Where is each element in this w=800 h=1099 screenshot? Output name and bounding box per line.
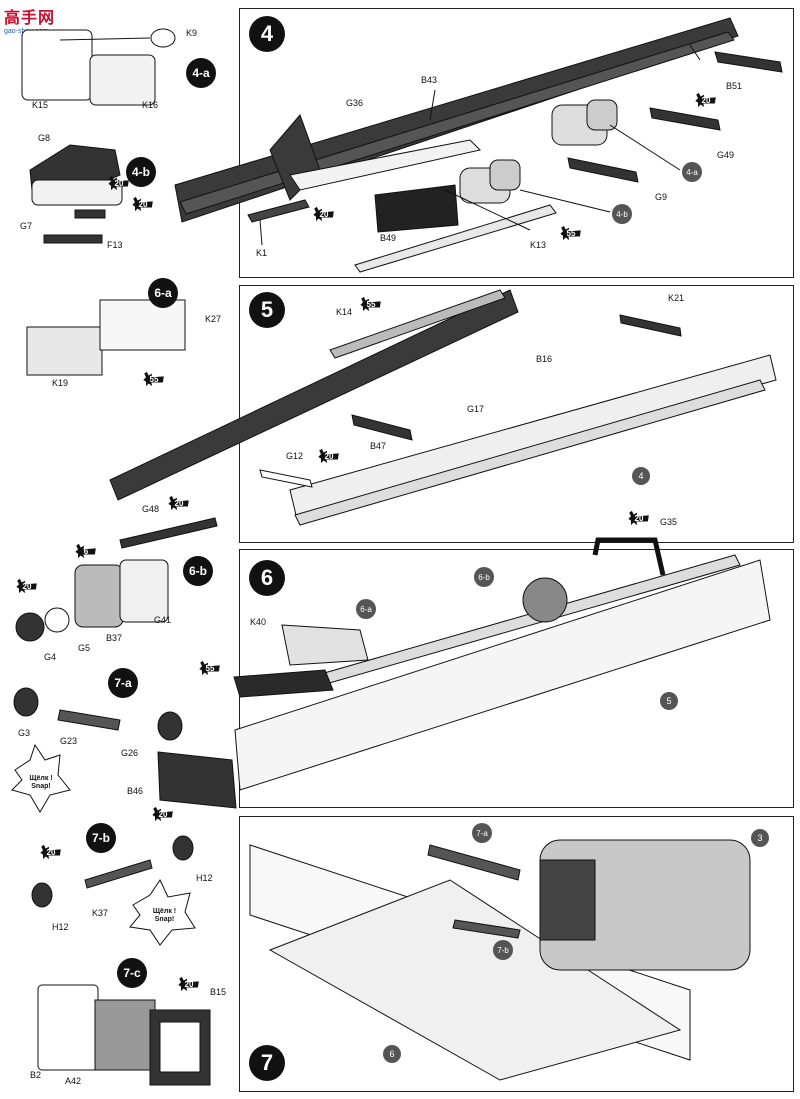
part-label: B49: [380, 233, 397, 243]
part-label: K37: [92, 908, 109, 918]
snap-text-en: Snap!: [154, 916, 175, 923]
part-label: K15: [32, 100, 49, 110]
paint-star: 20: [108, 175, 130, 191]
part-label: G49: [717, 150, 735, 160]
paint-star: 20: [168, 495, 190, 511]
part-label: H12: [52, 922, 69, 932]
step-7b-badge: 7-b: [86, 823, 116, 853]
part-label: K14: [336, 307, 353, 317]
snap-text-en: Snap!: [31, 783, 51, 790]
ref-7a: 7-a: [472, 823, 492, 843]
part-label: K13: [530, 240, 547, 250]
paint-star: 55: [143, 371, 165, 387]
part-label: G23: [60, 736, 78, 746]
part-label: G4: [44, 652, 57, 662]
part-label: K40: [250, 617, 267, 627]
part-label: G36: [346, 98, 364, 108]
logo-text: 高手网: [4, 8, 56, 27]
paint-star: 6: [75, 543, 97, 559]
part-label: H12: [196, 873, 213, 883]
part-label: A42: [65, 1076, 82, 1086]
part-label: B15: [210, 987, 227, 997]
part-label: B46: [127, 786, 144, 796]
part-label: B51: [726, 81, 743, 91]
paint-star: 20: [695, 92, 717, 108]
paint-star: 55: [360, 296, 382, 312]
step-5-badge: 5: [249, 292, 285, 328]
ref-4b: 4-b: [612, 204, 632, 224]
ref-4a: 4-a: [682, 162, 702, 182]
part-label: B47: [370, 441, 387, 451]
ref-5: 5: [660, 692, 678, 710]
snap-callout: Щёлк ! Snap!: [16, 775, 66, 791]
paint-star: 20: [628, 510, 650, 526]
step-6-badge: 6: [249, 560, 285, 596]
part-label: K19: [52, 378, 69, 388]
step-4-badge: 4: [249, 16, 285, 52]
paint-star: 20: [313, 206, 335, 222]
paint-star: 20: [152, 806, 174, 822]
part-label: G5: [78, 643, 91, 653]
step-7-badge: 7: [249, 1045, 285, 1081]
snap-text-ru: Щёлк !: [29, 775, 53, 782]
step-7c-badge: 7-c: [117, 958, 147, 988]
part-label: G9: [655, 192, 668, 202]
paint-star: 20: [132, 196, 154, 212]
part-label: F13: [107, 240, 123, 250]
step-7a-badge: 7-a: [108, 668, 138, 698]
part-label: K1: [256, 248, 268, 258]
step-6b-badge: 6-b: [183, 556, 213, 586]
paint-star: 20: [16, 578, 38, 594]
part-label: K9: [186, 28, 198, 38]
ref-6b: 6-b: [474, 567, 494, 587]
paint-star: 55: [199, 660, 221, 676]
part-label: G35: [660, 517, 678, 527]
ref-6: 6: [383, 1045, 401, 1063]
paint-star: 20: [40, 844, 62, 860]
part-label: K27: [205, 314, 222, 324]
snap-callout: Щёлк ! Snap!: [137, 908, 192, 924]
part-label: G3: [18, 728, 31, 738]
part-label: G12: [286, 451, 304, 461]
ref-3: 3: [751, 829, 769, 847]
ref-6a: 6-a: [356, 599, 376, 619]
step-4a-badge: 4-a: [186, 58, 216, 88]
part-label: G7: [20, 221, 33, 231]
part-label: K16: [142, 100, 159, 110]
paint-star: 55: [560, 225, 582, 241]
snap-text-ru: Щёлк !: [152, 908, 177, 915]
ref-4: 4: [632, 467, 650, 485]
ref-7b: 7-b: [493, 940, 513, 960]
part-label: B2: [30, 1070, 42, 1080]
part-label: B37: [106, 633, 123, 643]
step-6a-badge: 6-a: [148, 278, 178, 308]
part-label: G8: [38, 133, 51, 143]
step-4b-badge: 4-b: [126, 157, 156, 187]
part-label: G48: [142, 504, 160, 514]
part-label: B16: [536, 354, 553, 364]
part-label: G26: [121, 748, 139, 758]
paint-star: 20: [178, 976, 200, 992]
paint-star: 20: [318, 448, 340, 464]
part-label: K21: [668, 293, 685, 303]
part-label: G41: [154, 615, 172, 625]
part-label: G17: [467, 404, 485, 414]
part-label: B43: [421, 75, 438, 85]
